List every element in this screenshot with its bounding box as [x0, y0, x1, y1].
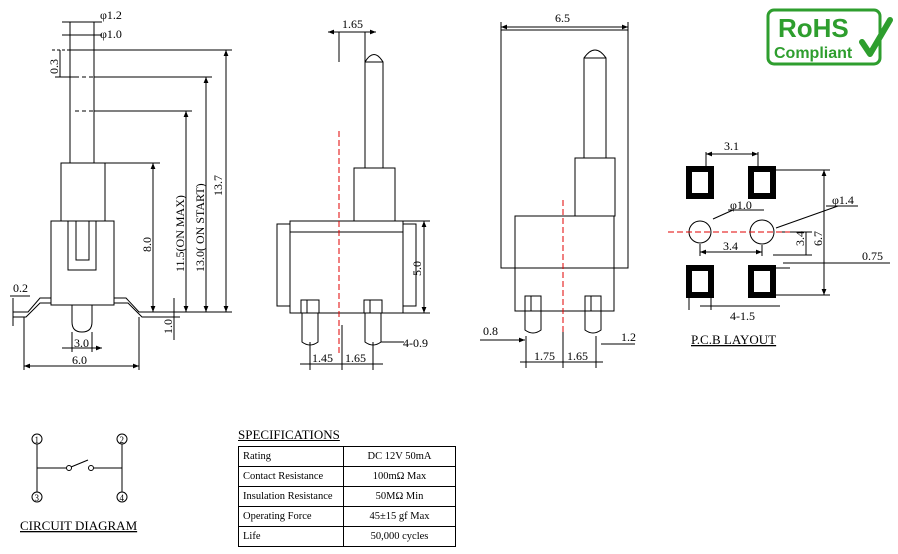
pcb-layout	[686, 151, 890, 310]
dim-4-0-9: 4-0.9	[403, 336, 428, 350]
side-view	[10, 21, 232, 370]
dim-6-7: 6.7	[811, 231, 825, 246]
front-view	[276, 29, 430, 370]
circuit-diagram-title: CIRCUIT DIAGRAM	[20, 518, 138, 533]
dim-phi-1-0-pcb: φ1.0	[730, 198, 752, 212]
dim-11-5: 11.5(ON MAX)	[173, 195, 187, 272]
spec-value: DC 12V 50mA	[343, 446, 456, 467]
spec-label: Contact Resistance	[238, 466, 344, 487]
front-view-labels: 1.65 5.0 4-0.9 1.45 1.65	[312, 17, 428, 365]
dim-5-0: 5.0	[410, 261, 424, 276]
dim-1-65-bottom: 1.65	[345, 351, 366, 365]
table-row: Operating Force 45±15 gf Max	[238, 506, 456, 527]
dim-13-0: 13.0( ON START)	[193, 183, 207, 272]
dim-phi-1-2: φ1.2	[100, 8, 122, 22]
spec-value: 45±15 gf Max	[343, 506, 456, 527]
spec-label: Life	[238, 526, 344, 547]
end-view	[480, 22, 635, 368]
dim-8-0: 8.0	[140, 237, 154, 252]
table-row: Insulation Resistance 50MΩ Min	[238, 486, 456, 507]
pin-2-label: 2	[120, 435, 125, 445]
dim-3-0: 3.0	[74, 336, 89, 350]
dim-1-75: 1.75	[534, 349, 555, 363]
spec-label: Operating Force	[238, 506, 344, 527]
pin-3-label: 3	[35, 493, 40, 503]
dim-0-75: 0.75	[862, 249, 883, 263]
dim-1-0: 1.0	[161, 319, 175, 334]
dim-1-65-top: 1.65	[342, 17, 363, 31]
table-row: Contact Resistance 100mΩ Max	[238, 466, 456, 487]
circuit-labels: 1 2 3 4 CIRCUIT DIAGRAM	[20, 435, 138, 533]
dim-6-5: 6.5	[555, 11, 570, 25]
spec-value: 100mΩ Max	[343, 466, 456, 487]
dim-4-1-5: 4-1.5	[730, 309, 755, 323]
spec-label: Insulation Resistance	[238, 486, 344, 507]
dim-1-2: 1.2	[621, 330, 636, 344]
pin-4-label: 4	[120, 493, 125, 503]
specifications-title: SPECIFICATIONS	[238, 427, 340, 442]
dim-1-65: 1.65	[567, 349, 588, 363]
specifications-table: SPECIFICATIONS Rating DC 12V 50mA Contac…	[238, 427, 458, 547]
dim-phi-1-4: φ1.4	[832, 193, 854, 207]
checkmark-icon	[859, 17, 893, 57]
spec-value: 50MΩ Min	[343, 486, 456, 507]
dim-0-3: 0.3	[47, 59, 61, 74]
dim-phi-1-0: φ1.0	[100, 27, 122, 41]
dim-3-4-vertical: 3.4	[793, 231, 807, 246]
circuit-diagram	[31, 433, 128, 503]
pcb-labels: 3.1 φ1.0 φ1.4 3.4 3.4 6.7 0.75 4-1.5 P.C…	[691, 139, 883, 347]
end-view-labels: 6.5 0.8 1.2 1.75 1.65	[483, 11, 636, 363]
pin-1-label: 1	[35, 435, 40, 445]
dim-3-4-horizontal: 3.4	[723, 239, 738, 253]
dim-6-0: 6.0	[72, 353, 87, 367]
rohs-compliant-logo: RoHS Compliant	[766, 8, 893, 66]
dim-13-7: 13.7	[211, 175, 225, 196]
pcb-layout-title: P.C.B LAYOUT	[691, 332, 776, 347]
spec-label: Rating	[238, 446, 344, 467]
spec-table: Rating DC 12V 50mA Contact Resistance 10…	[238, 446, 456, 547]
table-row: Rating DC 12V 50mA	[238, 446, 456, 467]
rohs-text: RoHS	[778, 13, 849, 43]
side-view-labels: φ1.2 φ1.0 0.3 0.2 8.0 11.5(ON MAX) 13.0(…	[13, 8, 225, 367]
dim-0-8: 0.8	[483, 324, 498, 338]
spec-value: 50,000 cycles	[343, 526, 456, 547]
dim-0-2: 0.2	[13, 281, 28, 295]
table-row: Life 50,000 cycles	[238, 526, 456, 547]
compliant-text: Compliant	[774, 45, 853, 62]
dim-3-1: 3.1	[724, 139, 739, 153]
dim-1-45: 1.45	[312, 351, 333, 365]
